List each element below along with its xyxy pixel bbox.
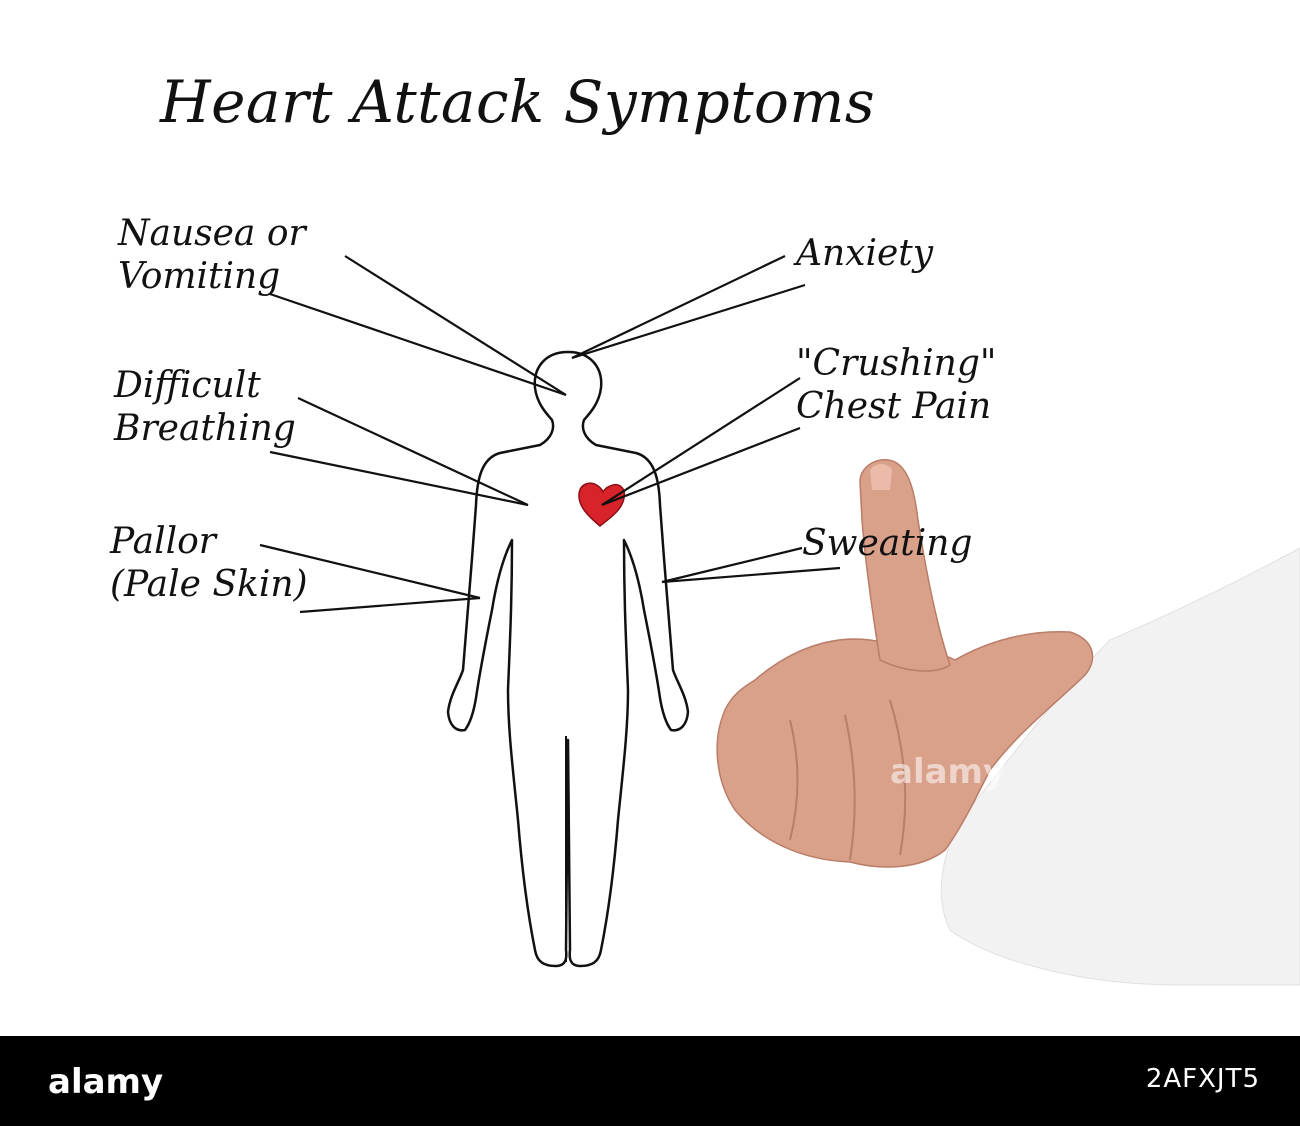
leader-nausea-1 — [344, 255, 567, 396]
leader-chest-1 — [601, 377, 801, 506]
body-diagram — [259, 255, 1300, 986]
label-nausea-line1: Nausea or — [118, 213, 306, 254]
leader-anxiety-1 — [571, 255, 786, 359]
leader-sweating-2 — [661, 566, 841, 584]
heart-icon — [578, 482, 626, 527]
leader-lines — [259, 255, 841, 614]
diagram-title: Heart Attack Symptoms — [160, 68, 876, 136]
image-id: 2AFXJT5 — [1145, 1064, 1260, 1094]
label-anxiety-line1: Anxiety — [796, 233, 934, 274]
label-breathing: Difficult Breathing — [114, 364, 296, 450]
watermark-overlay: alamy — [890, 752, 1006, 792]
pointing-hand — [716, 459, 1300, 986]
fingernail — [870, 464, 892, 490]
leader-chest-2 — [601, 426, 801, 507]
leader-anxiety-2 — [571, 283, 806, 360]
label-chest-pain-line1: "Crushing" — [796, 343, 997, 384]
label-chest-pain-line2: Chest Pain — [796, 386, 992, 427]
label-sweating-line1: Sweating — [802, 523, 973, 564]
label-pallor-line2: (Pale Skin) — [110, 564, 308, 605]
label-nausea-line2: Vomiting — [118, 256, 281, 297]
leader-breathing-1 — [297, 397, 529, 506]
label-chest-pain: "Crushing" Chest Pain — [796, 342, 996, 428]
diagram-canvas: Heart Attack Symptoms — [110, 68, 1300, 986]
knuckle-line-3 — [889, 699, 907, 856]
knuckle-line-1 — [789, 719, 799, 841]
footer-bar — [0, 1036, 1300, 1126]
label-anxiety: Anxiety — [796, 232, 933, 275]
leader-pallor-2 — [299, 596, 481, 614]
leader-sweating-1 — [661, 546, 803, 584]
label-sweating: Sweating — [802, 522, 972, 565]
body-outline — [446, 350, 690, 968]
leader-breathing-2 — [269, 450, 529, 507]
leader-pallor-1 — [259, 543, 481, 600]
label-nausea: Nausea or Vomiting — [118, 212, 306, 298]
label-breathing-line1: Difficult — [114, 365, 261, 406]
label-pallor-line1: Pallor — [110, 521, 216, 562]
label-pallor: Pallor (Pale Skin) — [110, 520, 308, 606]
index-finger — [859, 459, 951, 672]
label-breathing-line2: Breathing — [114, 408, 296, 449]
leader-nausea-2 — [269, 292, 567, 397]
knuckle-line-2 — [844, 714, 856, 861]
alamy-logo: alamy — [48, 1062, 164, 1102]
